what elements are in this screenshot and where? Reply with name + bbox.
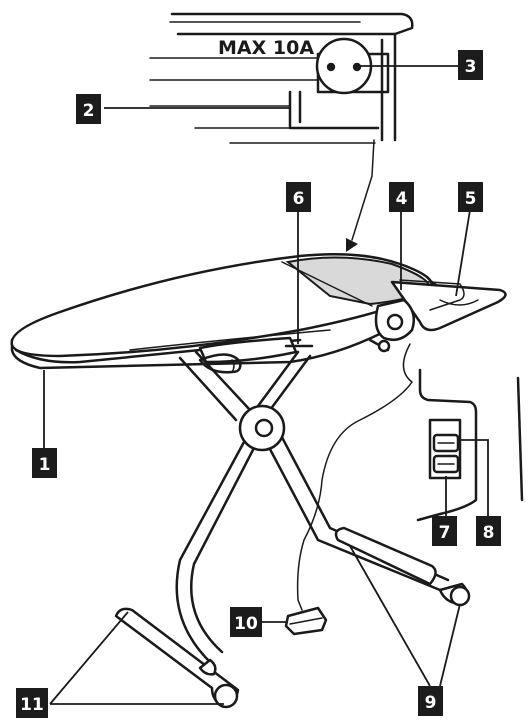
svg-text:3: 3	[465, 57, 477, 77]
switch-inset	[418, 370, 522, 520]
callout-3: 3	[458, 50, 483, 80]
socket-rating-label: MAX 10A	[218, 37, 314, 59]
callout-4: 4	[389, 182, 414, 212]
callout-5: 5	[458, 182, 483, 212]
socket-pin-right	[353, 63, 361, 71]
leg-frame	[116, 352, 469, 707]
svg-text:10: 10	[234, 614, 258, 634]
svg-text:9: 9	[425, 693, 437, 713]
callout-9: 9	[418, 686, 443, 716]
callout-6: 6	[286, 182, 311, 212]
svg-text:7: 7	[439, 523, 451, 543]
svg-text:6: 6	[293, 189, 305, 209]
callout-1: 1	[32, 448, 57, 478]
callout-11: 11	[16, 688, 48, 718]
svg-text:4: 4	[396, 189, 408, 209]
callout-7: 7	[432, 516, 457, 546]
callout-2: 2	[76, 94, 101, 124]
svg-text:8: 8	[483, 523, 495, 543]
callout-8: 8	[476, 516, 501, 546]
callout-10: 10	[230, 607, 262, 637]
rear-foot-cap	[451, 587, 469, 605]
leader-lines	[44, 66, 488, 704]
socket-inset: MAX 10A	[150, 14, 412, 252]
svg-text:5: 5	[465, 189, 477, 209]
power-cord	[286, 344, 412, 634]
svg-text:2: 2	[83, 101, 95, 121]
svg-text:1: 1	[39, 455, 51, 475]
socket-pin-left	[327, 63, 335, 71]
svg-text:11: 11	[20, 695, 44, 715]
